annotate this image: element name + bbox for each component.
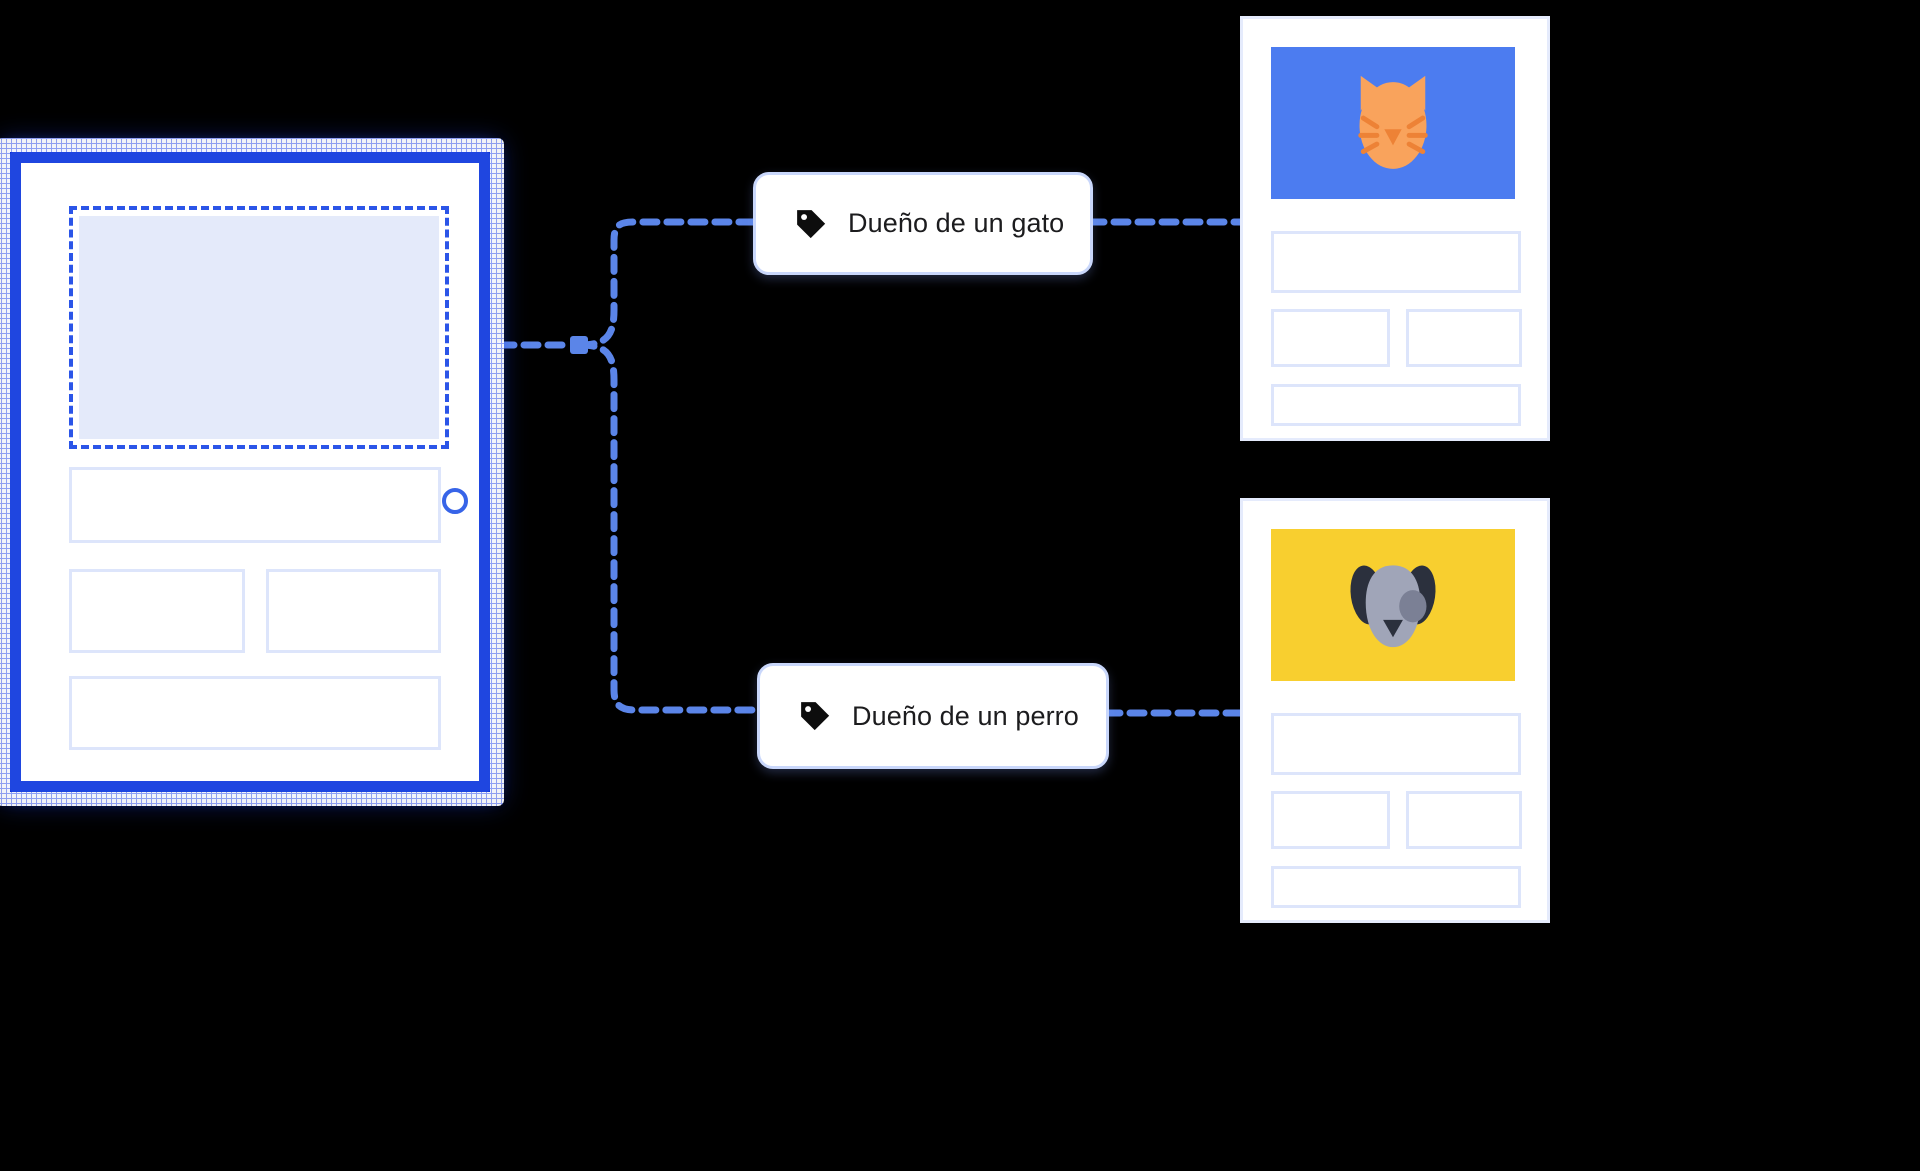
card-placeholder-half-right[interactable] <box>1406 791 1522 849</box>
card-placeholder-full-2[interactable] <box>1271 384 1521 426</box>
branch-junction-node[interactable] <box>570 336 588 354</box>
tag-icon <box>797 209 826 238</box>
wire-junction-to-cat-tag <box>576 218 757 349</box>
card-placeholder-full-1[interactable] <box>1271 713 1521 775</box>
placeholder-row-full-1[interactable] <box>69 467 441 543</box>
hero-block-fill <box>79 216 439 439</box>
output-connector-handle[interactable] <box>442 488 468 514</box>
selected-hero-block[interactable] <box>69 206 449 449</box>
card-media-dog <box>1271 529 1515 681</box>
dog-face-icon <box>1350 565 1436 648</box>
placeholder-row-full-2[interactable] <box>69 676 441 750</box>
card-placeholder-half-left[interactable] <box>1271 791 1390 849</box>
card-placeholder-full-2[interactable] <box>1271 866 1521 908</box>
placeholder-row-half-right[interactable] <box>266 569 441 653</box>
tag-icon <box>801 702 830 731</box>
tag-chip-label: Dueño de un gato <box>848 208 1065 238</box>
source-design-panel[interactable] <box>0 138 504 806</box>
tag-chip-label: Dueño de un perro <box>852 700 1079 731</box>
tag-chip-cat-owner[interactable]: Dueño de un gato <box>753 172 1093 275</box>
panel-content <box>21 163 479 781</box>
card-media-cat <box>1271 47 1515 199</box>
placeholder-row-half-left[interactable] <box>69 569 245 653</box>
result-card-cat[interactable] <box>1240 16 1550 441</box>
wire-junction-to-dog-tag <box>576 341 761 714</box>
tag-chip-dog-owner[interactable]: Dueño de un perro <box>757 663 1109 769</box>
card-placeholder-half-left[interactable] <box>1271 309 1390 367</box>
card-placeholder-full-1[interactable] <box>1271 231 1521 293</box>
card-placeholder-half-right[interactable] <box>1406 309 1522 367</box>
result-card-dog[interactable] <box>1240 498 1550 923</box>
cat-face-icon <box>1358 75 1428 169</box>
